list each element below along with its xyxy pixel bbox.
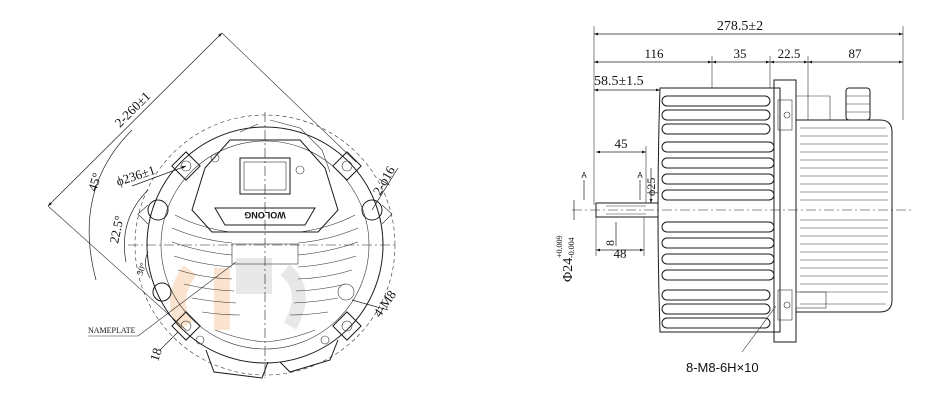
side-cooling-fins	[661, 95, 775, 329]
dim-87: 87	[849, 46, 863, 61]
dim-22-5: 22.5	[778, 46, 801, 61]
dim-45: 45	[615, 136, 628, 151]
angle-22-5: 22.5°	[106, 214, 126, 244]
bolt-circle	[134, 114, 396, 376]
angle-45: 45°	[85, 171, 105, 193]
dim-58-5: 58.5±1.5	[594, 74, 644, 89]
nameplate-label: NAMEPLATE	[88, 326, 136, 335]
dim-48: 48	[614, 246, 627, 261]
brand-label: WOLONG	[244, 210, 286, 220]
side-housing	[657, 79, 893, 343]
dim-bolt-circle: 2-260±1	[112, 88, 154, 130]
side-view: 278.5±2 116 35 22.5 87 58.5±1.5 45 ϕ25 A…	[555, 19, 912, 375]
inner-housing-circle	[160, 140, 370, 350]
dim-shaft-tol-lower: -0.004	[567, 237, 576, 258]
section-mark-a-left: A	[581, 171, 587, 180]
nameplate-area	[231, 243, 299, 265]
dim-25: ϕ25	[644, 178, 658, 196]
dim-thread: 4-M8	[370, 287, 399, 319]
terminal-box	[191, 119, 339, 233]
dim-116: 116	[644, 46, 664, 61]
rear-fins	[800, 135, 888, 293]
dim-total: 278.5±2	[717, 19, 763, 34]
angle-30: 30°	[134, 261, 148, 277]
section-mark-a-right: A	[637, 171, 643, 180]
dim-shaft-tol-upper: +0.009	[555, 235, 564, 258]
dim-shaft-base: Φ24	[561, 258, 576, 282]
front-view: WOLONG	[47, 32, 399, 379]
outer-housing-circle	[146, 126, 384, 364]
dim-18: 18	[147, 346, 165, 363]
dim-35: 35	[734, 46, 747, 61]
dim-holes: 2-ϕ16	[370, 163, 399, 197]
watermark-logo	[169, 258, 306, 331]
front-cooling-fins	[171, 214, 359, 343]
thread-note: 8-M8-6H×10	[686, 360, 759, 375]
dim-8: 8	[603, 240, 617, 246]
